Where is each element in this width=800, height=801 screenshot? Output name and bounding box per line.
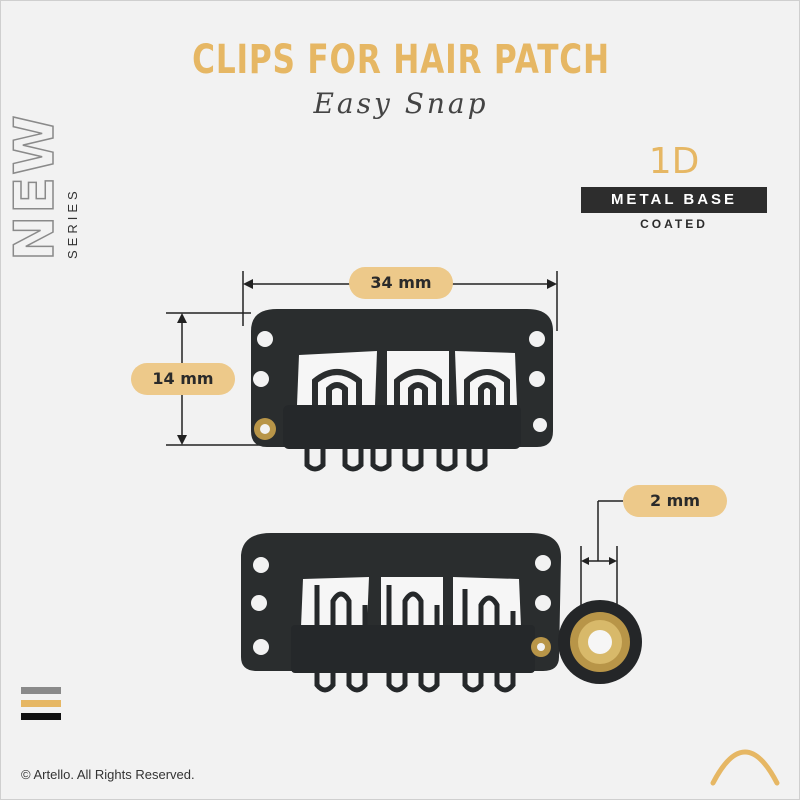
- page-subtitle: Easy Snap: [313, 87, 489, 120]
- height-dimension-label: 14 mm: [131, 363, 235, 395]
- ring-dimension-label: 2 mm: [623, 485, 727, 517]
- spec-base-badge: METAL BASE: [581, 187, 767, 213]
- copyright-text: © Artello. All Rights Reserved.: [21, 767, 195, 782]
- legend-bar-gold: [21, 700, 61, 707]
- legend-bar-black: [21, 713, 61, 720]
- hair-clip-angled: [241, 533, 561, 693]
- spec-finish: COATED: [640, 217, 708, 231]
- width-dimension-label: 34 mm: [349, 267, 453, 299]
- decorative-arc: [710, 749, 780, 786]
- page-title: CLIPS FOR HAIR PATCH: [192, 37, 610, 83]
- legend-bar-grey: [21, 687, 61, 694]
- hair-clip-front: [251, 309, 553, 472]
- brass-ring-closeup: [558, 600, 642, 684]
- spec-code: 1D: [648, 141, 700, 182]
